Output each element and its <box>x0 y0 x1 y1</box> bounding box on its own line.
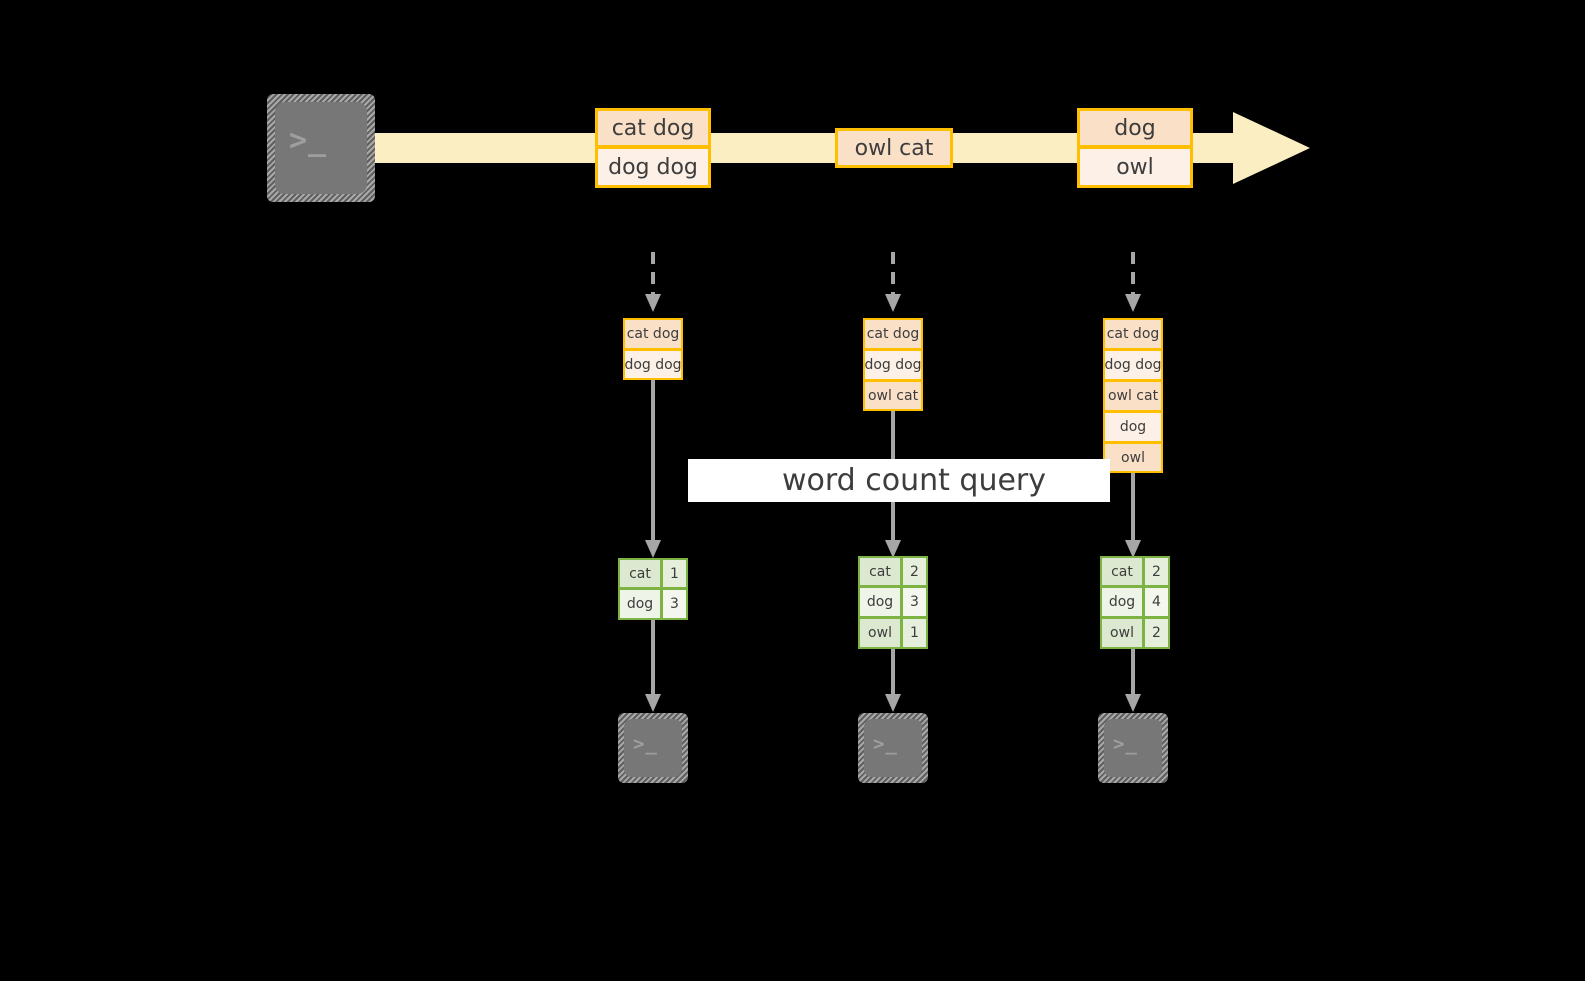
count-cell: 2 <box>1144 618 1170 649</box>
query-arrow-3 <box>1125 473 1141 558</box>
word-cell: dog <box>858 587 902 618</box>
terminal-screen: >_ <box>1104 719 1162 777</box>
table-row: cat 2 <box>1100 556 1170 587</box>
terminal-screen: >_ <box>864 719 922 777</box>
count-cell: 2 <box>902 556 928 587</box>
table-row: dog 3 <box>858 587 928 618</box>
stack-row: owl cat <box>863 380 923 411</box>
word-cell: owl <box>858 618 902 649</box>
table-row: dog 4 <box>1100 587 1170 618</box>
query-arrow-1 <box>645 380 661 558</box>
word-cell: dog <box>618 589 662 620</box>
table-row: owl 2 <box>1100 618 1170 649</box>
count-cell: 3 <box>902 587 928 618</box>
count-cell: 4 <box>1144 587 1170 618</box>
stack-row: dog dog <box>863 349 923 380</box>
count-cell: 2 <box>1144 556 1170 587</box>
dashed-connector-1 <box>645 252 661 312</box>
terminal-screen: >_ <box>624 719 682 777</box>
stack-row: cat dog <box>863 318 923 349</box>
stream-record: dog dog <box>595 148 711 188</box>
record-stack-2: cat dog dog dog owl cat <box>863 318 923 411</box>
sink-terminal-icon-1: >_ <box>618 713 688 783</box>
dashed-connector-3 <box>1125 252 1141 312</box>
record-stack-1: cat dog dog dog <box>623 318 683 380</box>
count-cell: 1 <box>662 558 688 589</box>
word-cell: cat <box>1100 556 1144 587</box>
source-terminal-icon: >_ <box>267 94 375 202</box>
stack-row: dog <box>1103 411 1163 442</box>
word-count-table-2: cat 2 dog 3 owl 1 <box>858 556 928 649</box>
stack-row: cat dog <box>1103 318 1163 349</box>
word-cell: dog <box>1100 587 1144 618</box>
word-cell: cat <box>618 558 662 589</box>
record-stack-3: cat dog dog dog owl cat dog owl <box>1103 318 1163 473</box>
query-label-banner: word count query <box>688 459 1110 502</box>
stream-record: cat dog <box>595 108 711 148</box>
stream-record: dog <box>1077 108 1193 148</box>
word-count-table-1: cat 1 dog 3 <box>618 558 688 620</box>
table-row: owl 1 <box>858 618 928 649</box>
stream-record-group-3: dog owl <box>1077 108 1193 188</box>
count-cell: 3 <box>662 589 688 620</box>
word-cell: cat <box>858 556 902 587</box>
stream-record: owl <box>1077 148 1193 188</box>
stack-row: cat dog <box>623 318 683 349</box>
sink-terminal-icon-3: >_ <box>1098 713 1168 783</box>
table-row: dog 3 <box>618 589 688 620</box>
sink-terminal-icon-2: >_ <box>858 713 928 783</box>
stream-record-group-2: owl cat <box>835 128 953 168</box>
stack-row: owl <box>1103 442 1163 473</box>
terminal-prompt-glyph: >_ <box>289 123 328 158</box>
sink-arrow-2 <box>885 649 901 712</box>
sink-arrow-1 <box>645 620 661 712</box>
stack-row: dog dog <box>1103 349 1163 380</box>
query-label-text: word count query <box>781 463 1047 498</box>
stack-row: owl cat <box>1103 380 1163 411</box>
terminal-screen: >_ <box>275 102 367 194</box>
stream-record-group-1: cat dog dog dog <box>595 108 711 188</box>
stream-record: owl cat <box>835 128 953 168</box>
table-row: cat 1 <box>618 558 688 589</box>
terminal-prompt-glyph: >_ <box>873 733 898 755</box>
word-cell: owl <box>1100 618 1144 649</box>
terminal-prompt-glyph: >_ <box>633 733 658 755</box>
stack-row: dog dog <box>623 349 683 380</box>
count-cell: 1 <box>902 618 928 649</box>
word-count-table-3: cat 2 dog 4 owl 2 <box>1100 556 1170 649</box>
dashed-connector-2 <box>885 252 901 312</box>
sink-arrow-3 <box>1125 649 1141 712</box>
terminal-prompt-glyph: >_ <box>1113 733 1138 755</box>
table-row: cat 2 <box>858 556 928 587</box>
